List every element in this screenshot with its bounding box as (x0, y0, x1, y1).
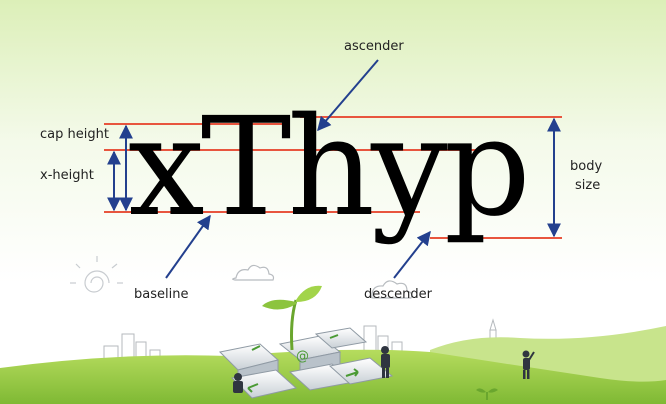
guide-lines (104, 116, 562, 239)
descender-label: descender (364, 287, 433, 302)
baseline-label: baseline (134, 287, 189, 302)
svg-text:@: @ (296, 349, 309, 364)
cap-height-label: cap height (40, 127, 109, 142)
sprout-illustration (262, 285, 322, 351)
descender-pointer-arrow (393, 230, 431, 279)
cloud-doodle-icon (370, 280, 413, 299)
businessman-figure (522, 350, 535, 379)
keyboard-keys-illustration: @ (218, 327, 394, 399)
body-size-label-line2: size (575, 178, 601, 193)
sun-doodle-icon (70, 256, 123, 293)
baseline-pointer-arrow (165, 214, 211, 279)
businessman-figure (381, 346, 390, 378)
businessman-figure (233, 373, 243, 393)
ascender-pointer-arrow (317, 59, 379, 132)
cloud-doodle-icon (232, 264, 275, 281)
x-height-label: x-height (40, 168, 94, 183)
small-plant-icon (476, 388, 498, 400)
sample-word: xThyp (128, 89, 531, 247)
ascender-label: ascender (344, 39, 404, 54)
measurement-arrows (107, 59, 561, 279)
body-size-label-line1: body (570, 159, 603, 174)
